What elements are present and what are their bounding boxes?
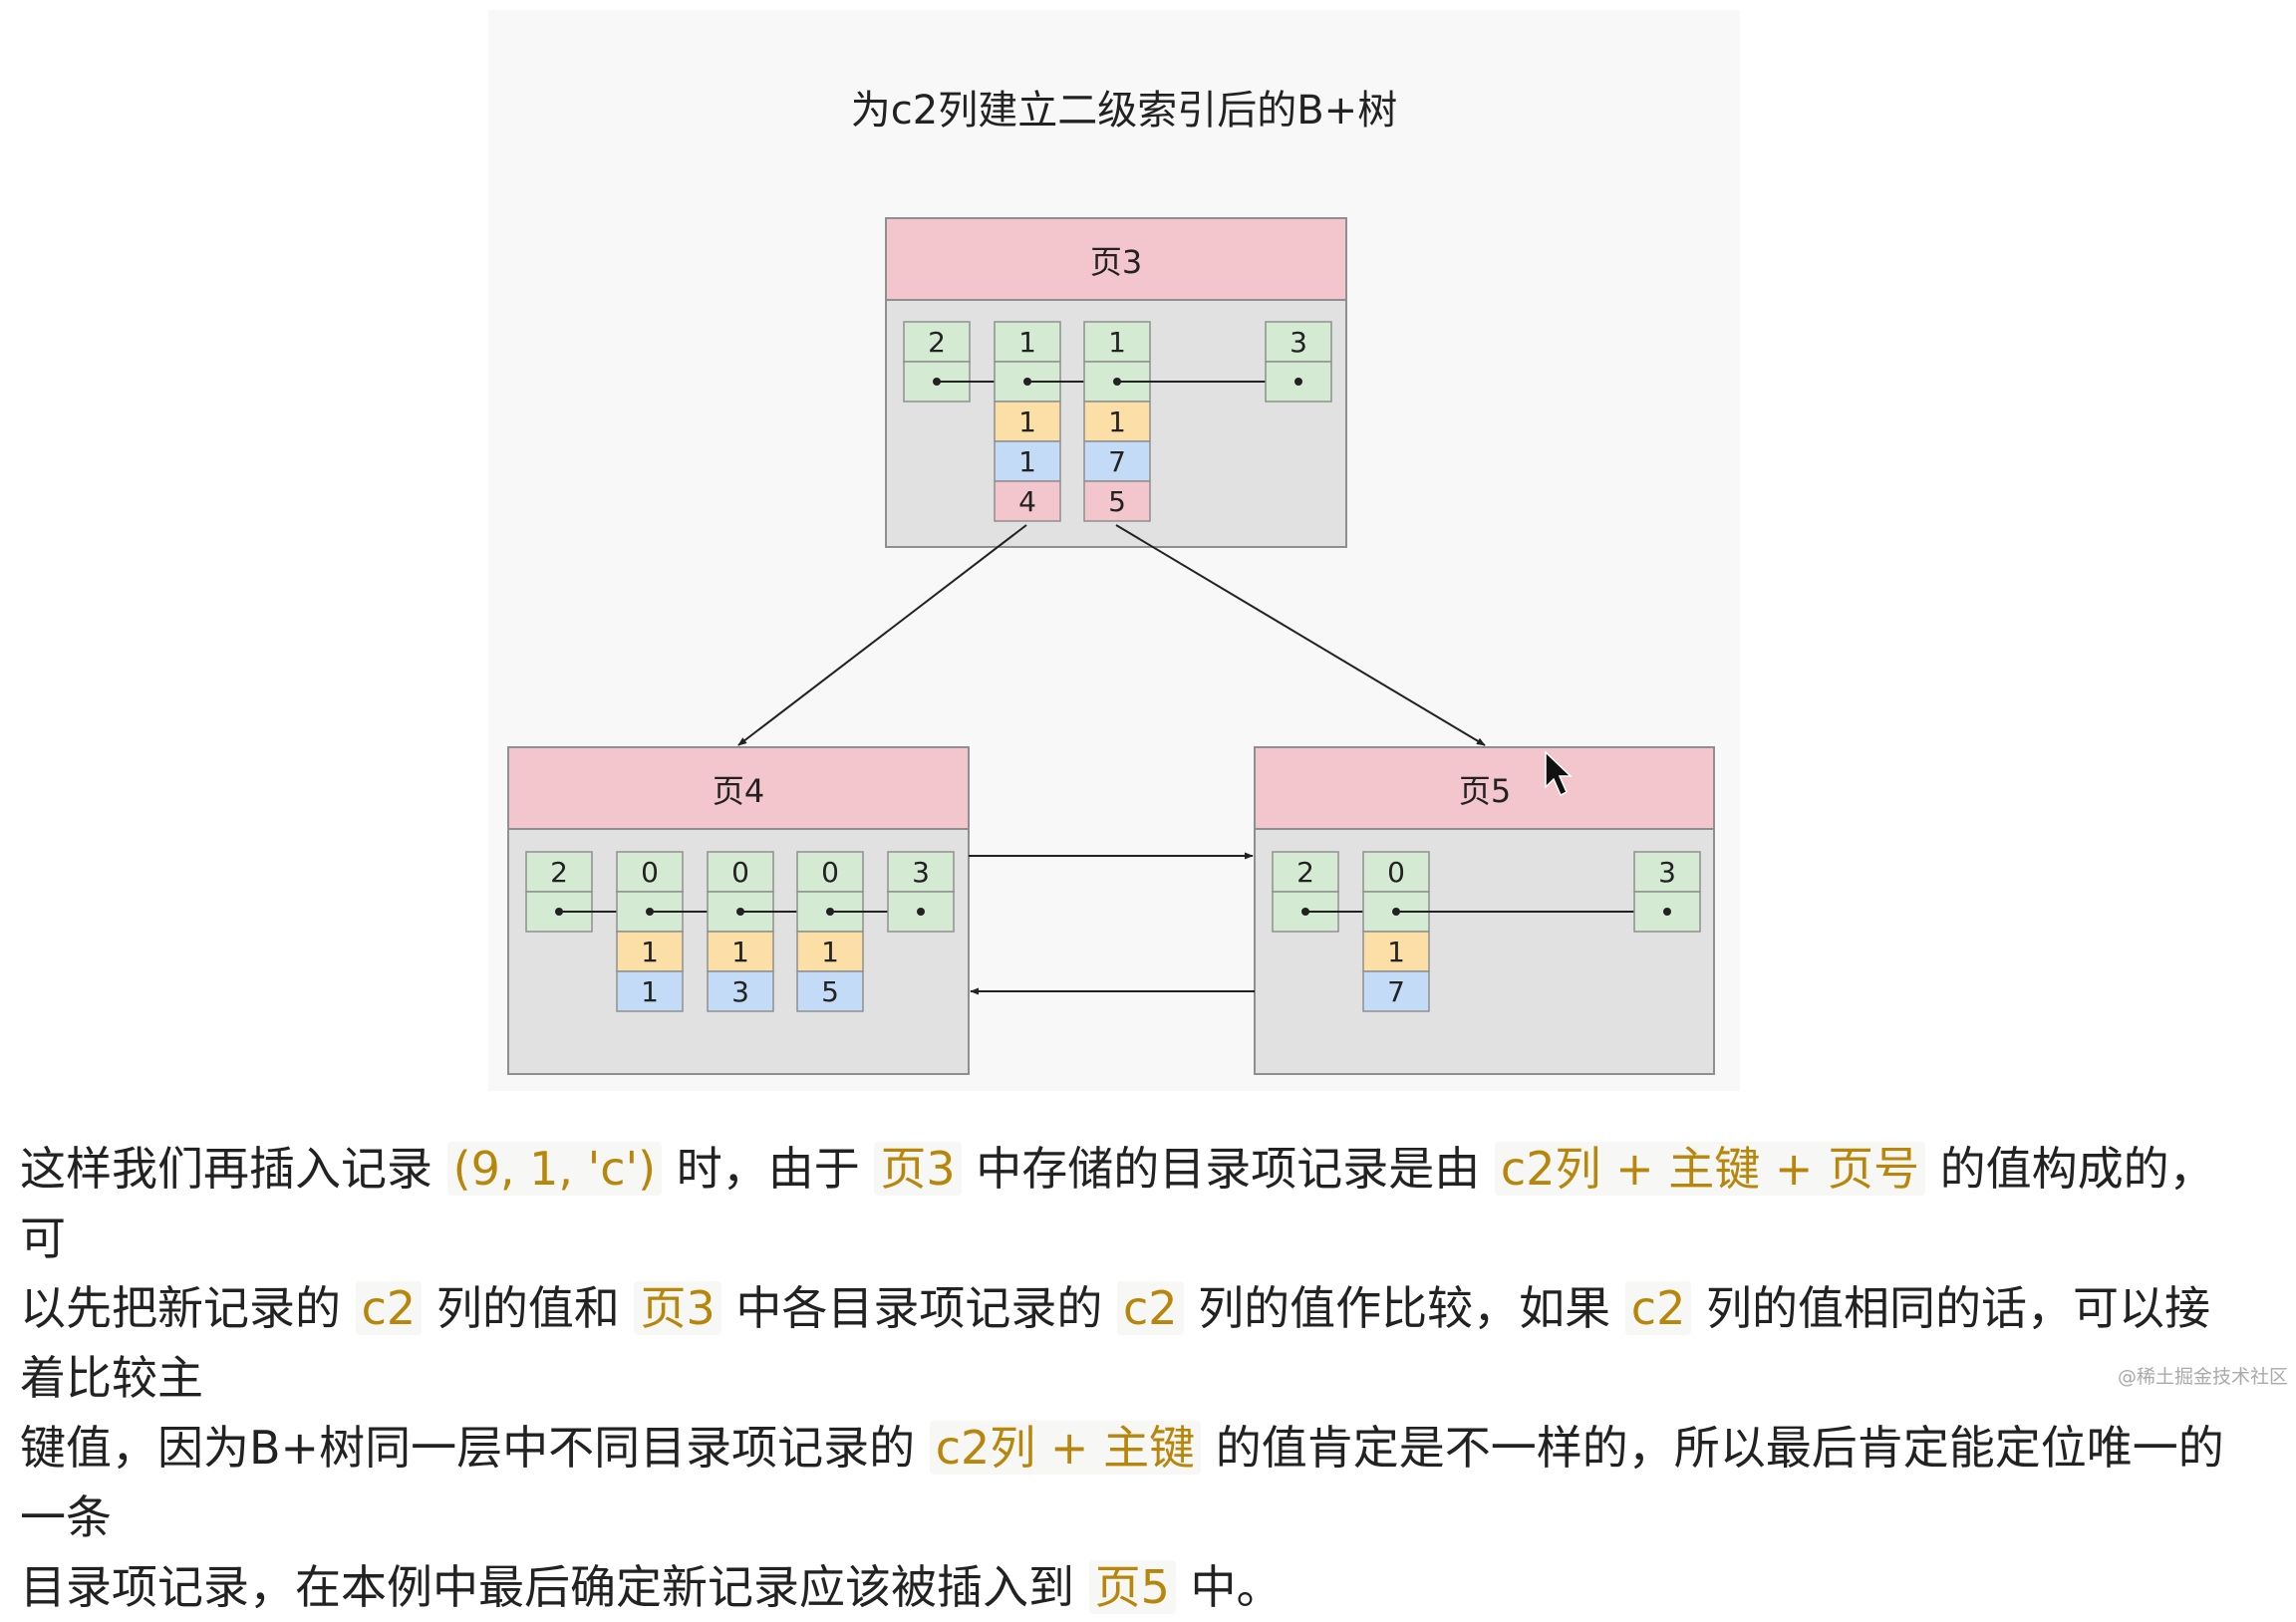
article-line-1: 这样我们再插入记录 (9, 1, 'c') 时，由于 页3 中存储的目录项记录是… (20, 1142, 2215, 1265)
record-key: 3 (912, 856, 930, 889)
record-value: 1 (1018, 406, 1036, 438)
watermark: @稀土掘金技术社区 (2117, 1366, 2288, 1388)
diagram-title: 为c2列建立二级索引后的B+树 (851, 88, 1397, 134)
pointer-dot (1663, 908, 1671, 916)
article-line-3: 键值，因为B+树同一层中不同目录项记录的 c2列 + 主键 的值肯定是不一样的，… (20, 1421, 2224, 1544)
record-value: 1 (1018, 445, 1036, 478)
record-next-pointer-cell (887, 891, 955, 933)
record-value-cell (616, 970, 684, 1012)
page-5: 页5 2 0 1 7 3 (1254, 746, 1715, 1075)
pointer-dot (917, 908, 925, 916)
pointer-dot (1294, 378, 1302, 386)
record-key: 0 (821, 856, 839, 889)
pointer-page3-to-page4 (737, 524, 1027, 746)
record-key-cell (1362, 851, 1430, 893)
page-3-label: 页3 (1090, 243, 1142, 281)
record-key-cell (903, 321, 971, 363)
record-value: 1 (641, 975, 659, 1008)
record-value: 1 (641, 936, 659, 968)
record-key-cell (616, 851, 684, 893)
record-key: 3 (1290, 326, 1307, 359)
record-key: 2 (550, 856, 568, 889)
record-key-cell (1272, 851, 1339, 893)
record-key: 1 (1108, 326, 1126, 359)
record-value: 1 (821, 936, 839, 968)
record-value-cell (1362, 970, 1430, 1012)
record-value-cell (1083, 401, 1151, 442)
record-value-cell (1083, 480, 1151, 522)
page-5-label: 页5 (1459, 772, 1511, 810)
record-value: 5 (1108, 485, 1126, 518)
page-5-records: 2 0 1 7 3 (1272, 851, 1701, 1012)
record-value: 1 (1387, 936, 1405, 968)
record-key: 0 (641, 856, 659, 889)
page-3: 页3 2 1 1 1 4 1 1 7 5 3 (885, 217, 1347, 548)
record-key: 1 (1018, 326, 1036, 359)
record-key: 2 (928, 326, 946, 359)
page-3-records: 2 1 1 1 4 1 1 7 5 3 (903, 321, 1332, 522)
record-key-cell (525, 851, 593, 893)
record-value: 3 (731, 975, 749, 1008)
record-value-cell (796, 970, 864, 1012)
record-key-cell (1633, 851, 1701, 893)
record-value: 5 (821, 975, 839, 1008)
record-key: 0 (1387, 856, 1405, 889)
record-value-cell (1083, 440, 1151, 482)
page-3-header (885, 217, 1347, 301)
page-4: 页4 2 0 1 1 0 1 3 0 1 5 3 (507, 746, 970, 1075)
record-key-cell (1265, 321, 1332, 363)
page-4-label: 页4 (713, 772, 764, 810)
btree-diagram: 为c2列建立二级索引后的B+树 页3 2 1 1 1 4 1 1 7 5 3 页4 2 0 1 1 0 1 3… (507, 88, 1715, 1075)
mouse-cursor-icon (1545, 750, 1573, 797)
record-value-cell (707, 970, 774, 1012)
record-value: 7 (1387, 975, 1405, 1008)
page-4-records: 2 0 1 1 0 1 3 0 1 5 3 (525, 851, 955, 1012)
record-value: 1 (1108, 406, 1126, 438)
page-5-header (1254, 746, 1715, 830)
page-4-header (507, 746, 970, 830)
record-value-cell (1362, 931, 1430, 972)
record-value-cell (994, 480, 1061, 522)
record-value: 4 (1018, 485, 1036, 518)
record-key-cell (796, 851, 864, 893)
record-value: 1 (731, 936, 749, 968)
record-key: 2 (1296, 856, 1314, 889)
record-value: 7 (1108, 445, 1126, 478)
article-line-4: 目录项记录，在本例中最后确定新记录应该被插入到 页5 中。 (20, 1560, 1283, 1614)
pointer-page3-to-page5 (1115, 524, 1486, 746)
article-line-2: 以先把新记录的 c2 列的值和 页3 中各目录项记录的 c2 列的值作比较，如果… (20, 1281, 2210, 1405)
record-key: 0 (731, 856, 749, 889)
article-text: 这样我们再插入记录 (9, 1, 'c') 时，由于 页3 中存储的目录项记录是… (20, 1134, 2252, 1622)
record-value-cell (616, 931, 684, 972)
record-key: 3 (1658, 856, 1676, 889)
